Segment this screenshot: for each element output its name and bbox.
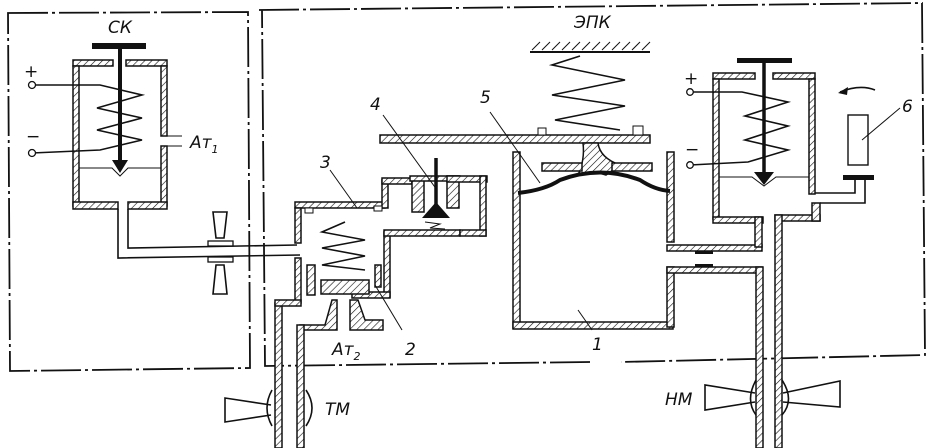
right-electro-valve [686,58,901,248]
label-epk: ЭПК [573,13,612,33]
main-line-pipe [704,214,841,448]
sk-valve [27,43,182,210]
label-minus-right: − [685,140,699,160]
label-2: 2 [405,340,416,360]
element-6 [847,114,869,166]
leader-lines [329,111,593,331]
brake-line-pipe [224,299,313,448]
label-sk: СК [108,18,133,38]
label-5: 5 [480,88,491,108]
diaphragm-5 [517,170,671,195]
label-at1: Ат1 [189,133,219,156]
label-plus-right: + [684,69,698,89]
plus-terminal [27,80,37,90]
epk-enclosure [258,2,926,367]
isolation-cock [207,211,234,295]
label-nm: НМ [665,390,693,410]
label-1: 1 [592,335,603,355]
label-4: 4 [370,95,381,115]
label-3: 3 [320,153,331,173]
arrow-icon [838,87,848,95]
label-tm: ТМ [325,400,350,420]
label-at2: Ат2 [331,340,361,363]
sk-enclosure [7,11,251,372]
valve-4 [409,158,488,237]
label-minus-left: − [26,127,40,147]
label-plus-left: + [24,62,38,82]
epk-assembly [379,41,653,177]
sk-handle [92,43,146,49]
minus-terminal [27,148,37,158]
chamber-1 [512,151,763,330]
element-3-housing [294,177,461,331]
label-6: 6 [902,97,913,117]
